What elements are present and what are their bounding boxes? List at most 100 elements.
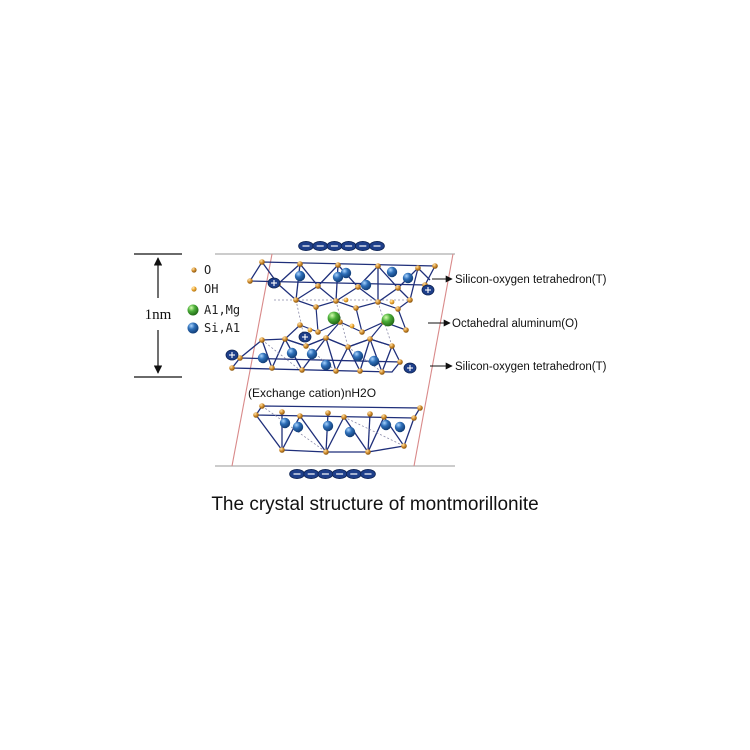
top-cation-row (298, 240, 385, 251)
octa-link-2 (355, 307, 363, 333)
oxygen-atom-50 (365, 449, 371, 455)
bottom-tetra-dash-1 (261, 405, 327, 453)
oxygen-atom-45 (417, 405, 423, 411)
oxygen-atom-13 (293, 297, 299, 303)
octa-link-3 (397, 308, 407, 331)
bottom-tetra-dash-2 (343, 416, 405, 447)
oxygen-atom-48 (279, 447, 285, 453)
oxygen-atom-14 (333, 298, 339, 304)
oxygen-atom-51 (401, 443, 407, 449)
scale-label: 1nm (145, 307, 172, 323)
hydroxyl-atom-1 (343, 297, 349, 303)
hydroxyl-atom-3 (307, 327, 313, 333)
silicon-atom-14 (292, 421, 304, 433)
silicon-atom-12 (368, 355, 380, 367)
legend-o-icon (191, 267, 197, 273)
oxygen-atom-8 (315, 283, 321, 289)
oxygen-atom-16 (407, 297, 413, 303)
silicon-atom-8 (286, 347, 298, 359)
oxygen-atom-54 (367, 411, 373, 417)
silicon-atom-13 (279, 417, 291, 429)
silicon-atom-11 (352, 350, 364, 362)
oxygen-atom-29 (367, 336, 373, 342)
oxygen-atom-46 (411, 415, 417, 421)
silicon-atom-7 (257, 352, 269, 364)
interlayer-cations (225, 277, 435, 374)
silicon-atom-9 (306, 348, 318, 360)
oxygen-atom-39 (397, 359, 403, 365)
oxygen-atom-33 (237, 355, 243, 361)
oxygen-atom-38 (379, 369, 385, 375)
oxygen-atom-3 (335, 262, 341, 268)
oxygen-atom-44 (381, 414, 387, 420)
oxygen-atom-9 (355, 284, 361, 290)
oxygen-atom-41 (259, 403, 265, 409)
legend-oh-label: OH (204, 282, 218, 296)
figure-caption: The crystal structure of montmorillonite (211, 494, 539, 515)
silicon-atom-18 (394, 421, 406, 433)
hydroxyl-atom-2 (389, 299, 395, 305)
upper-tetra-edge-4 (409, 267, 419, 301)
lower-tetra-dashes (261, 339, 383, 373)
oxygen-atom-23 (315, 329, 321, 335)
octahedral-dashes (274, 299, 410, 348)
oxygen-atom-31 (345, 344, 351, 350)
label-octa: Octahedral aluminum(O) (452, 318, 578, 330)
lower-tetra-dash-2 (305, 345, 337, 372)
oxygen-atom-28 (323, 335, 329, 341)
oxygen-atom-26 (259, 337, 265, 343)
aluminium-atom-2 (381, 313, 395, 327)
hydroxyl-atom-4 (349, 323, 355, 329)
oxygen-atom-5 (415, 265, 421, 271)
oxygen-atom-42 (297, 413, 303, 419)
oxygen-atom-2 (297, 261, 303, 267)
oxygen-atom-40 (229, 365, 235, 371)
oxygen-atom-18 (353, 305, 359, 311)
exchange-label: (Exchange cation)nH2O (248, 386, 376, 400)
aluminium-atom-1 (327, 311, 341, 325)
bottom-tetra-edge-2 (325, 412, 329, 453)
octa-link-6 (369, 321, 385, 340)
oxygen-atom-37 (357, 368, 363, 374)
oxygen-atom-43 (341, 414, 347, 420)
oxygen-atom-1 (259, 259, 265, 265)
silicon-atom-15 (322, 420, 334, 432)
oxygen-atom-27 (282, 336, 288, 342)
silicon-atom-17 (380, 419, 392, 431)
silicon-atom-16 (344, 426, 356, 438)
oxygen-atom-32 (389, 343, 395, 349)
legend-almg-label: A1,Mg (204, 303, 240, 317)
silicon-atom-3 (360, 279, 372, 291)
silicon-atom-1 (294, 270, 306, 282)
legend-sial-icon (187, 322, 199, 334)
scale-bar (134, 253, 182, 378)
atoms (229, 259, 438, 455)
unit-cell-lines (231, 253, 454, 467)
silicon-atom-4 (386, 266, 398, 278)
silicon-atom-5 (402, 272, 414, 284)
silicon-atom-2 (332, 271, 344, 283)
bottom-tetra-apex-line (281, 445, 405, 453)
oxygen-atom-15 (375, 299, 381, 305)
octa-link-1 (315, 306, 319, 333)
oxygen-atom-52 (279, 409, 285, 415)
legend: O OH A1,Mg Si,A1 (187, 263, 240, 335)
boundary-lines (215, 253, 455, 467)
legend-sial-label: Si,A1 (204, 321, 240, 335)
oxygen-atom-11 (247, 278, 253, 284)
legend-o-label: O (204, 263, 211, 277)
oxygen-atom-25 (403, 327, 409, 333)
oxygen-atom-49 (323, 449, 329, 455)
unit-cell-left-line (231, 253, 273, 467)
oxygen-atom-4 (375, 263, 381, 269)
label-arrows (428, 275, 453, 370)
legend-oh-icon (191, 286, 197, 292)
bottom-tetra-zigzag (255, 414, 415, 454)
bottom-tetra-edge-3 (367, 413, 371, 453)
label-tetra-bottom: Silicon-oxygen tetrahedron(T) (455, 361, 607, 373)
oxygen-atom-10 (395, 285, 401, 291)
octa-link-4 (284, 324, 301, 340)
bottom-cation-row (289, 468, 376, 479)
oxygen-atom-19 (395, 306, 401, 312)
